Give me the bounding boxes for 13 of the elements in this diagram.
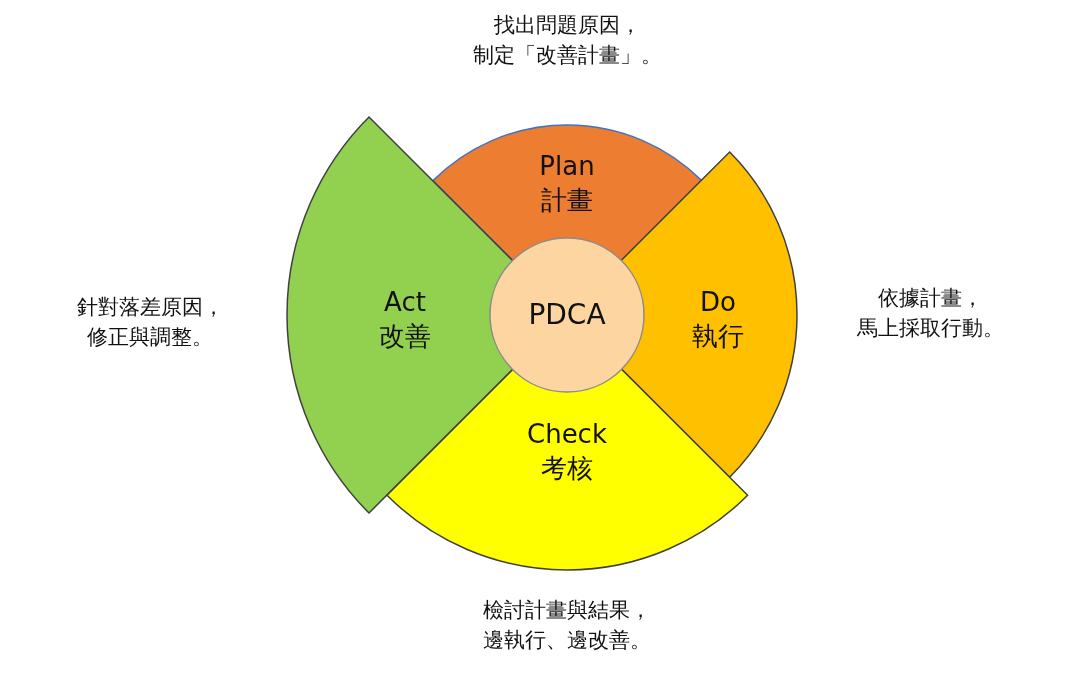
description-text: 找出問題原因，制定「改善計畫」。 [472,12,662,69]
phase-name: Do [700,286,736,318]
phase-label: 改善 [379,320,431,352]
description-text: 針對落差原因，修正與調整。 [76,294,224,351]
phase-name: Act [384,286,426,318]
phase-name: PDCA [528,299,606,331]
description-text: 檢討計畫與結果，邊執行、邊改善。 [483,597,651,654]
phase-name: Check [527,418,607,450]
phase-name: Plan [539,150,595,182]
phase-label: 考核 [541,452,593,484]
phase-label: 計畫 [541,184,593,216]
phase-label: 執行 [692,320,744,352]
description-text: 依據計畫，馬上採取行動。 [856,285,1004,342]
